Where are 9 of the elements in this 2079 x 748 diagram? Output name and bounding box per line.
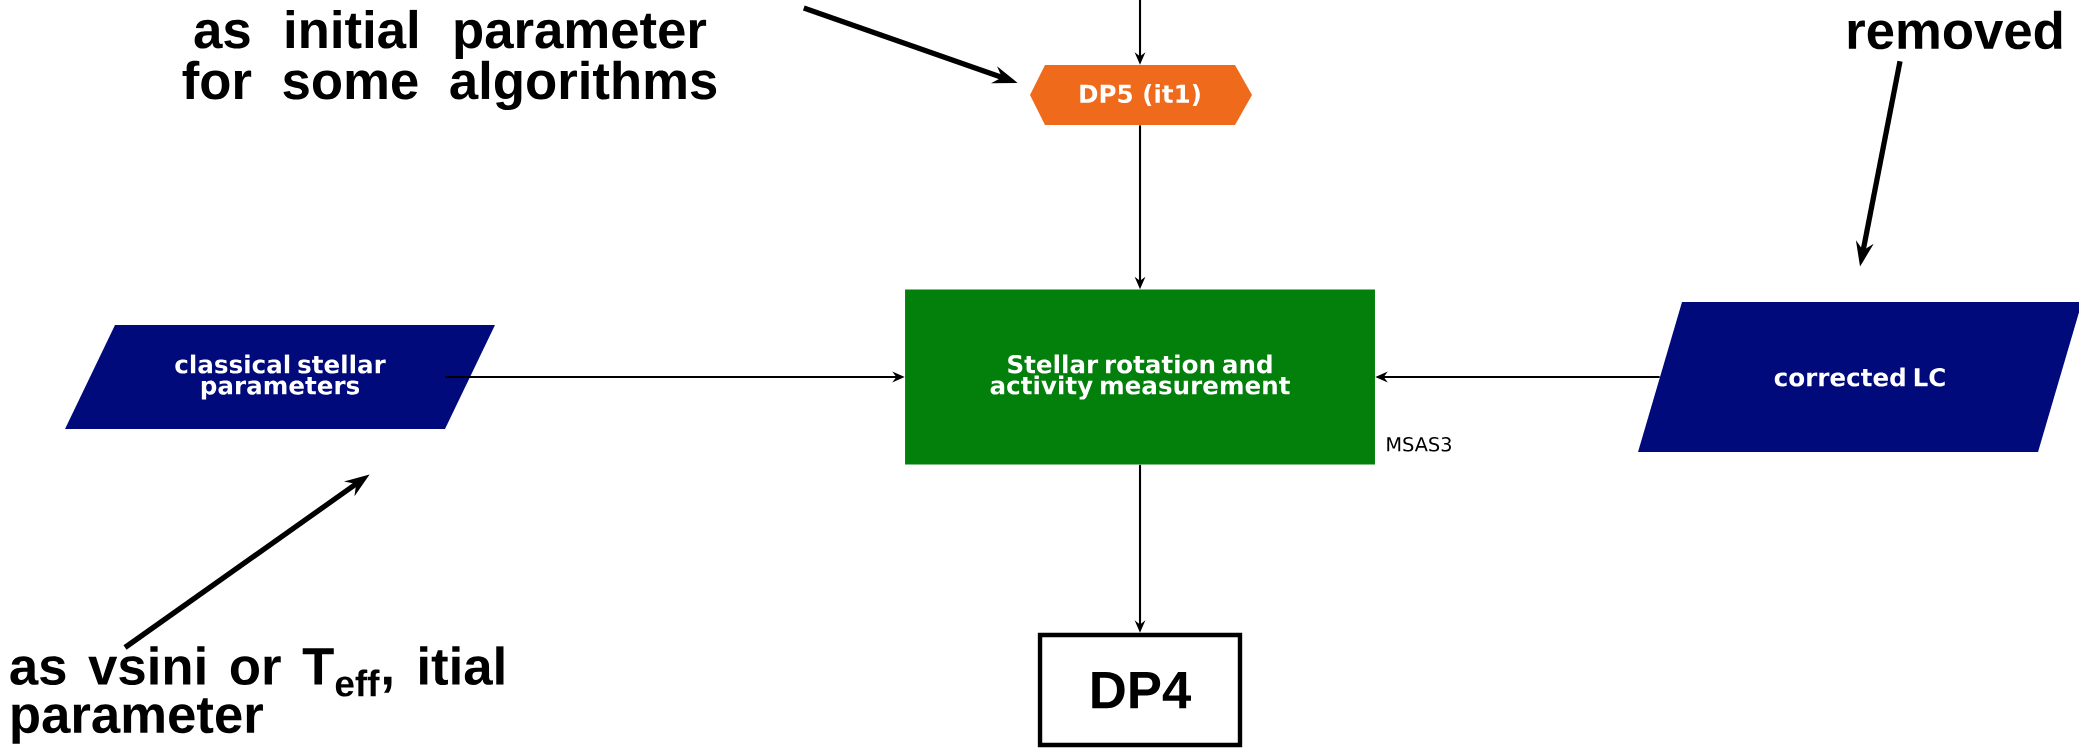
data-parallelogram: corrected LC: [1638, 302, 2079, 452]
annotation-text: as initial parameter for some algorithms: [182, 9, 717, 111]
annotation-text: as vsini or T$_{eff}$, itial parameter: [10, 646, 504, 744]
process-box: Stellar rotation and activity measurement: [905, 289, 1375, 465]
process-id: MSAS3: [1387, 436, 1451, 452]
output-box: DP4: [1037, 632, 1243, 748]
data-parallelogram: classical stellar parameters: [65, 325, 495, 429]
data-product-tag: DP5 (it1): [1030, 65, 1252, 125]
annotation-text: removed: [1848, 10, 2062, 50]
